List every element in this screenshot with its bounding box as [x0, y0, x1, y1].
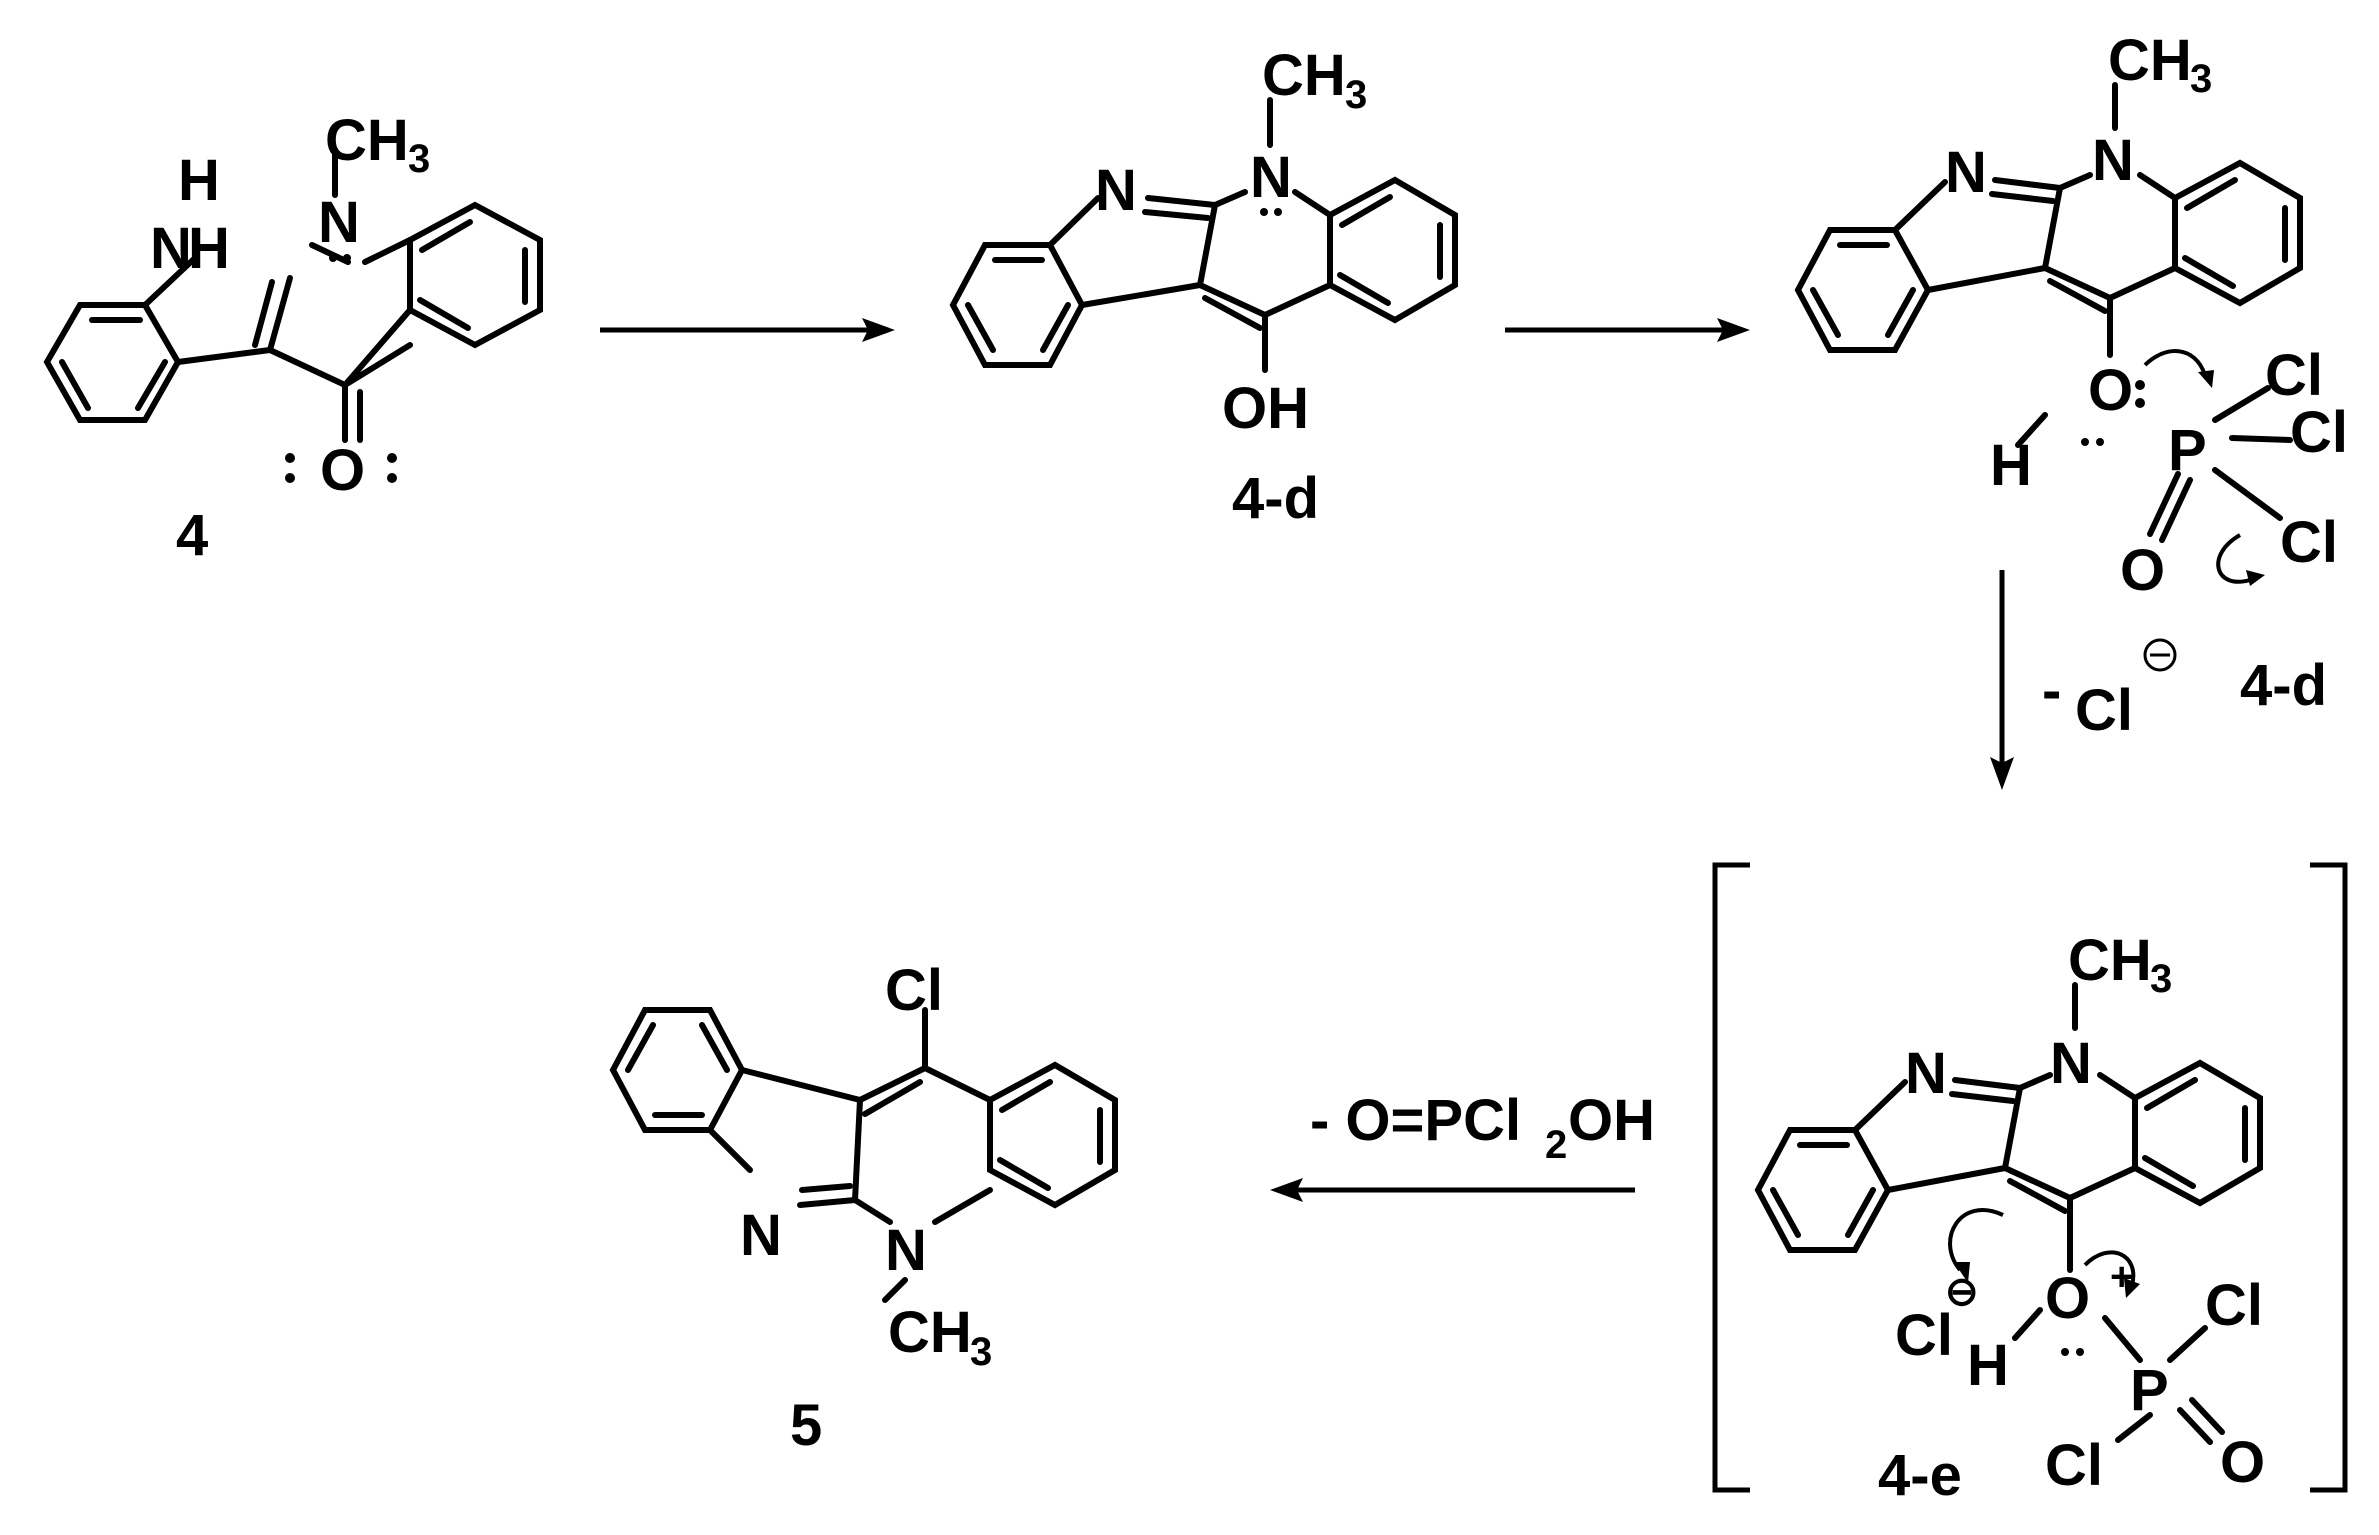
atom-H: H — [1990, 433, 2032, 498]
compound-label-4d: 4-d — [1232, 466, 1319, 531]
atom-H: H — [178, 148, 220, 213]
atom-O: O — [2088, 358, 2133, 423]
atom-CH3-label: CH — [888, 1300, 972, 1365]
atom-N-methyl: N — [2050, 1031, 2092, 1096]
compound-5-structure — [609, 1007, 1118, 1303]
atom-N-imine: N — [1905, 1041, 1947, 1106]
reaction-arrow-down — [1990, 570, 2014, 790]
atom-CH3-label: CH — [325, 108, 409, 173]
condition-loss-prefix: - O=PCl — [1310, 1088, 1521, 1153]
atom-O-oxonium: O — [2045, 1266, 2090, 1331]
bracket — [1712, 862, 2348, 1493]
reaction-arrow-3 — [1270, 1178, 1635, 1202]
atom-P: P — [2130, 1358, 2169, 1423]
condition-minus: - — [2042, 658, 2061, 723]
atom-O-carbonyl: O — [320, 438, 365, 503]
atom-Cl-2: Cl — [2045, 1433, 2103, 1498]
atom-P: P — [2168, 418, 2207, 483]
atom-CH3-sub: 3 — [408, 137, 430, 181]
atom-plus-charge: + — [2110, 1255, 2133, 1299]
compound-label-4e: 4-e — [1878, 1443, 1962, 1508]
atom-N-methyl: N — [1250, 145, 1292, 210]
atom-CH3-label: CH — [2068, 928, 2152, 993]
compound-4d-structure — [949, 97, 1458, 373]
compound-4d-pocl3-structure — [1794, 82, 2303, 586]
compound-label-4: 4 — [176, 503, 208, 568]
atom-N-methyl: N — [2092, 128, 2134, 193]
atom-N-imine: N — [1095, 158, 1137, 223]
atom-Cl-1: Cl — [2265, 343, 2323, 408]
atom-N-imine: N — [1945, 140, 1987, 205]
atom-N-H: N — [150, 216, 192, 281]
atom-OH: OH — [1222, 376, 1309, 441]
atom-CH3-label: CH — [2108, 28, 2192, 93]
reaction-arrow-2 — [1505, 318, 1750, 342]
atom-N-imine: N — [740, 1203, 782, 1268]
atom-Cl-anion: Cl — [1895, 1303, 1953, 1368]
atom-Cl-1: Cl — [2205, 1273, 2263, 1338]
atom-Cl-2: Cl — [2290, 400, 2348, 465]
compound-4-structure — [43, 147, 543, 443]
atom-O-phosphoryl: O — [2220, 1430, 2265, 1495]
atom-N-methyl: N — [885, 1218, 927, 1283]
compound-label-4d-b: 4-d — [2240, 653, 2327, 718]
atom-N-methyl: N — [318, 190, 360, 255]
atom-CH3-sub: 3 — [1345, 73, 1367, 117]
condition-chloride: Cl — [2075, 678, 2133, 743]
atom-CH3-sub: 3 — [970, 1330, 992, 1374]
atom-CH3-sub: 3 — [2190, 57, 2212, 101]
atom-O-phosphoryl: O — [2120, 538, 2165, 603]
atom-CH3-label: CH — [1262, 43, 1346, 108]
compound-label-5: 5 — [790, 1393, 822, 1458]
atom-Cl: Cl — [885, 958, 943, 1023]
atom-Cl-3: Cl — [2280, 510, 2338, 575]
atom-H: H — [1967, 1333, 2009, 1398]
compound-4e-structure — [1754, 982, 2263, 1445]
atom-H-nh: H — [188, 216, 230, 281]
atom-CH3-sub: 3 — [2150, 957, 2172, 1001]
reaction-arrow-1 — [600, 318, 895, 342]
condition-loss-suffix: OH — [1568, 1088, 1655, 1153]
condition-loss-sub: 2 — [1545, 1123, 1567, 1167]
atom-minus-charge: ⊖ — [1945, 1270, 1979, 1314]
